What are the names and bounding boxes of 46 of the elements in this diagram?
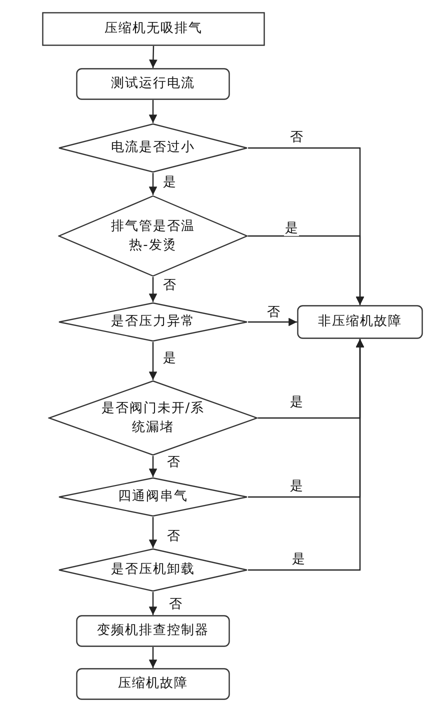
arrow	[148, 173, 158, 195]
node-text: 是否阀门未开/系统漏堵	[100, 400, 206, 437]
edge-label: 否	[166, 529, 181, 544]
edge-label: 否	[166, 455, 181, 470]
decision-diamond	[48, 380, 258, 456]
arrow	[248, 318, 297, 326]
process-box	[76, 68, 230, 100]
decision-diamond	[58, 477, 248, 517]
edge-label: 是	[289, 395, 304, 410]
edge-label: 是	[162, 351, 177, 366]
process-box	[297, 305, 423, 339]
decision-diamond	[58, 195, 248, 277]
node-text: 排气管是否温热-发烫	[110, 218, 196, 255]
arrow	[148, 517, 158, 548]
arrow	[148, 592, 158, 615]
arrow	[149, 46, 158, 68]
edge-label: 是	[291, 552, 306, 567]
node-text: 是否压力异常	[110, 313, 196, 332]
arrow	[148, 342, 158, 380]
node-text: 压缩机故障	[117, 675, 189, 694]
edge-label: 是	[162, 175, 177, 190]
decision-diamond	[58, 123, 248, 173]
node-text: 电流是否过小	[110, 139, 196, 158]
node-text: 非压缩机故障	[317, 313, 403, 332]
process-box	[76, 668, 230, 700]
arrow	[248, 235, 364, 305]
edge-label: 否	[266, 305, 281, 320]
decision-diamond	[58, 548, 248, 592]
node-text: 测试运行电流	[110, 75, 196, 94]
edge-label: 是	[284, 221, 299, 236]
arrow	[148, 277, 158, 302]
edge-label: 是	[289, 479, 304, 494]
edge-label: 否	[168, 597, 183, 612]
arrow	[248, 339, 364, 571]
node-text: 是否压机卸载	[110, 561, 196, 580]
edge-label: 否	[289, 130, 304, 145]
arrow	[148, 456, 158, 477]
node-text: 压缩机无吸排气	[104, 20, 204, 38]
node-text: 变频机排查控制器	[96, 622, 210, 640]
edge-label: 否	[162, 278, 177, 293]
decision-diamond	[58, 302, 248, 342]
process-box	[42, 12, 265, 46]
arrow	[148, 100, 158, 123]
arrow	[148, 647, 158, 668]
process-box	[76, 615, 230, 647]
node-text: 四通阀串气	[117, 488, 189, 506]
